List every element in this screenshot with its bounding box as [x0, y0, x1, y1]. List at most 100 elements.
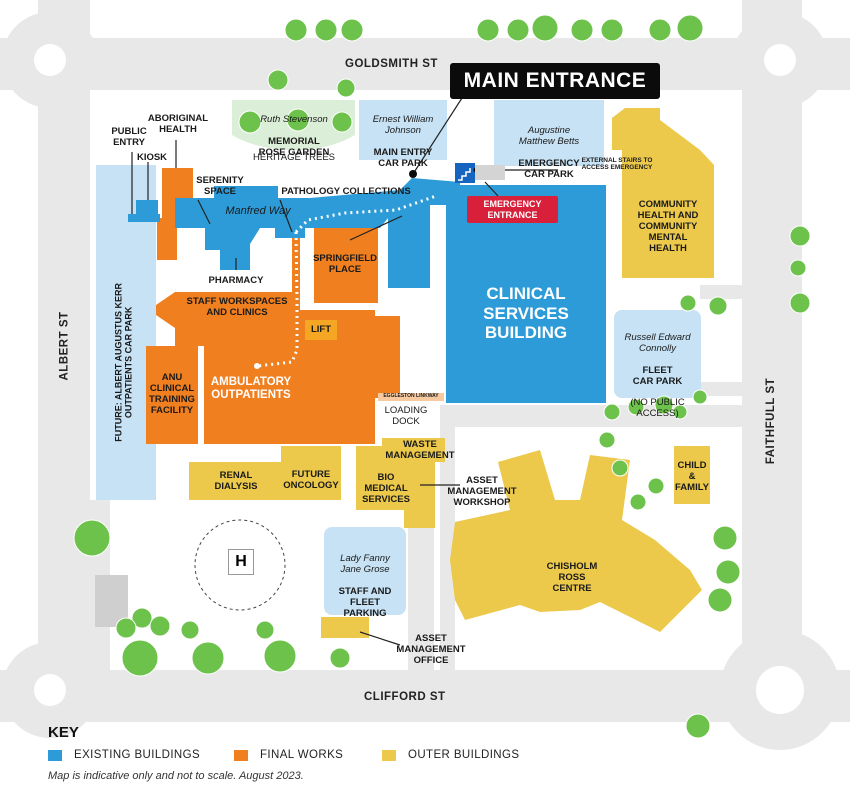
street-clifford: CLIFFORD ST [364, 691, 446, 703]
faithfull-road [742, 0, 802, 722]
renal-building [189, 462, 281, 500]
label-pharmacy: PHARMACY [208, 275, 264, 286]
trees [73, 14, 811, 739]
label-staff-workspaces: STAFF WORKSPACES AND CLINICS [186, 296, 288, 318]
goldsmith-road [0, 38, 850, 90]
label-asset-office: ASSET MANAGEMENT OFFICE [396, 633, 466, 666]
label-heritage-trees: HERITAGE TREES [253, 152, 335, 163]
street-faithfull: FAITHFULL ST [765, 377, 778, 465]
future-oncology-building [281, 446, 341, 500]
helipad-icon: H [228, 549, 254, 575]
helipad-circle [194, 519, 286, 611]
albert-road [38, 0, 90, 722]
line-pathology [279, 199, 293, 233]
kiosk-block [136, 200, 158, 218]
lane-east-lower [700, 382, 742, 396]
augustine-name: Augustine Matthew Betts [518, 124, 580, 147]
ernest-name: Ernest William Johnson [372, 113, 434, 136]
emergency-entrance-label: EMERGENCY ENTRANCE [467, 196, 558, 223]
roundabout-ne-inner [764, 44, 796, 76]
child-family-building [674, 446, 710, 504]
roundabout-sw-inner [34, 674, 66, 706]
label-lift: LIFT [310, 324, 332, 335]
label-renal: RENAL DIALYSIS [214, 470, 258, 492]
outer-buildings [189, 108, 714, 638]
label-child-family: CHILD & FAMILY [675, 460, 709, 493]
russell-carpark [614, 310, 701, 398]
fanny-carpark [324, 527, 406, 615]
key-label-outer: OUTER BUILDINGS [408, 749, 520, 761]
label-kiosk: KIOSK [136, 152, 168, 163]
fanny-title: STAFF AND FLEET PARKING [338, 585, 392, 619]
label-community-health: COMMUNITY HEALTH AND COMMUNITY MENTAL HE… [637, 199, 699, 254]
label-external-stairs: EXTERNAL STAIRS TO ACCESS EMERGENCY [581, 157, 653, 172]
car-parks [96, 100, 701, 615]
augustine-title: EMERGENCY CAR PARK [518, 157, 580, 180]
label-springfield: SPRINGFIELD PLACE [313, 253, 377, 275]
label-serenity-space: SERENITY SPACE [196, 175, 244, 197]
line-springfield [349, 215, 403, 241]
walking-route [294, 194, 437, 234]
label-manfred-way: Manfred Way [225, 205, 291, 217]
lane-mid-v [440, 405, 455, 670]
tree-cluster-4 [598, 389, 741, 613]
line-asset-office [359, 631, 401, 646]
key-swatch-existing [48, 749, 62, 761]
line-serenity [197, 199, 211, 225]
key-swatch-outer [382, 749, 396, 761]
key-label-existing: EXISTING BUILDINGS [74, 749, 201, 761]
rose-garden-title: MEMORIAL ROSE GARDEN [258, 135, 330, 158]
key-title: KEY [48, 724, 79, 741]
tree-cluster-3 [679, 225, 811, 316]
route-endpoint [254, 363, 260, 369]
augustine-carpark [494, 100, 604, 166]
lane-east-upper [700, 285, 742, 299]
fanny-name: Lady Fanny Jane Grose [340, 552, 390, 575]
asset-office-building [321, 617, 369, 638]
serenity-building [157, 218, 177, 260]
russell-title: FLEET CAR PARK [632, 364, 683, 387]
label-loading-dock: LOADING DOCK [384, 405, 428, 427]
roads [0, 0, 850, 750]
rose-garden-name: Ruth Stevenson [260, 113, 328, 125]
label-pathology: PATHOLOGY COLLECTIONS [281, 186, 411, 197]
line-emergency [484, 181, 499, 197]
main-entrance-dot [409, 170, 417, 178]
stairs-icon [458, 168, 471, 181]
label-aboriginal-health: ABORIGINAL HEALTH [147, 113, 209, 135]
main-corridor-building [175, 178, 460, 288]
lift-box [305, 320, 337, 340]
tree-cluster-2 [238, 69, 356, 134]
key-swatch-final [234, 749, 248, 761]
bio-medical-building [356, 438, 445, 528]
roundabout-nw-inner [34, 44, 66, 76]
label-fanny-carpark: Lady Fanny Jane Grose STAFF AND FLEET PA… [324, 543, 406, 630]
label-anu: ANU CLINICAL TRAINING FACILITY [149, 372, 195, 416]
key-item-existing: EXISTING BUILDINGS [48, 749, 200, 761]
stairs-grey-box [475, 165, 505, 180]
ernest-title: MAIN ENTRY CAR PARK [373, 146, 433, 169]
staff-workspaces-building [156, 228, 400, 444]
russell-name: Russell Edward Connolly [624, 331, 691, 354]
street-albert: ALBERT ST [58, 311, 71, 381]
clifford-road [0, 670, 850, 722]
tree-cluster [284, 14, 704, 42]
label-waste: WASTE MANAGEMENT [385, 439, 455, 461]
ernest-carpark [359, 100, 447, 160]
key-item-final: FINAL WORKS [234, 749, 343, 761]
label-augustine-carpark: Augustine Matthew Betts EMERGENCY CAR PA… [494, 115, 604, 191]
label-eggleston: EGGLESTON LINKWAY [383, 393, 439, 399]
label-albert-kerr: FUTURE: ALBERT AUGUSTUS KERR OUTPATIENTS… [113, 282, 134, 442]
label-russell-carpark: Russell Edward Connolly FLEET CAR PARK (… [614, 322, 701, 431]
map-key: KEY EXISTING BUILDINGS FINAL WORKS OUTER… [48, 724, 519, 761]
label-future-oncology: FUTURE ONCOLOGY [283, 469, 339, 491]
chisholm-ross-building [450, 450, 702, 632]
springfield-building [314, 215, 378, 303]
label-ernest-carpark: Ernest William Johnson MAIN ENTRY CAR PA… [359, 104, 447, 180]
eggleston-linkway-bar [378, 393, 444, 401]
main-entrance-label: MAIN ENTRANCE [450, 63, 660, 99]
final-works-buildings [146, 168, 400, 444]
lane-south-v [408, 525, 434, 670]
label-public-entry: PUBLIC ENTRY [111, 126, 147, 148]
